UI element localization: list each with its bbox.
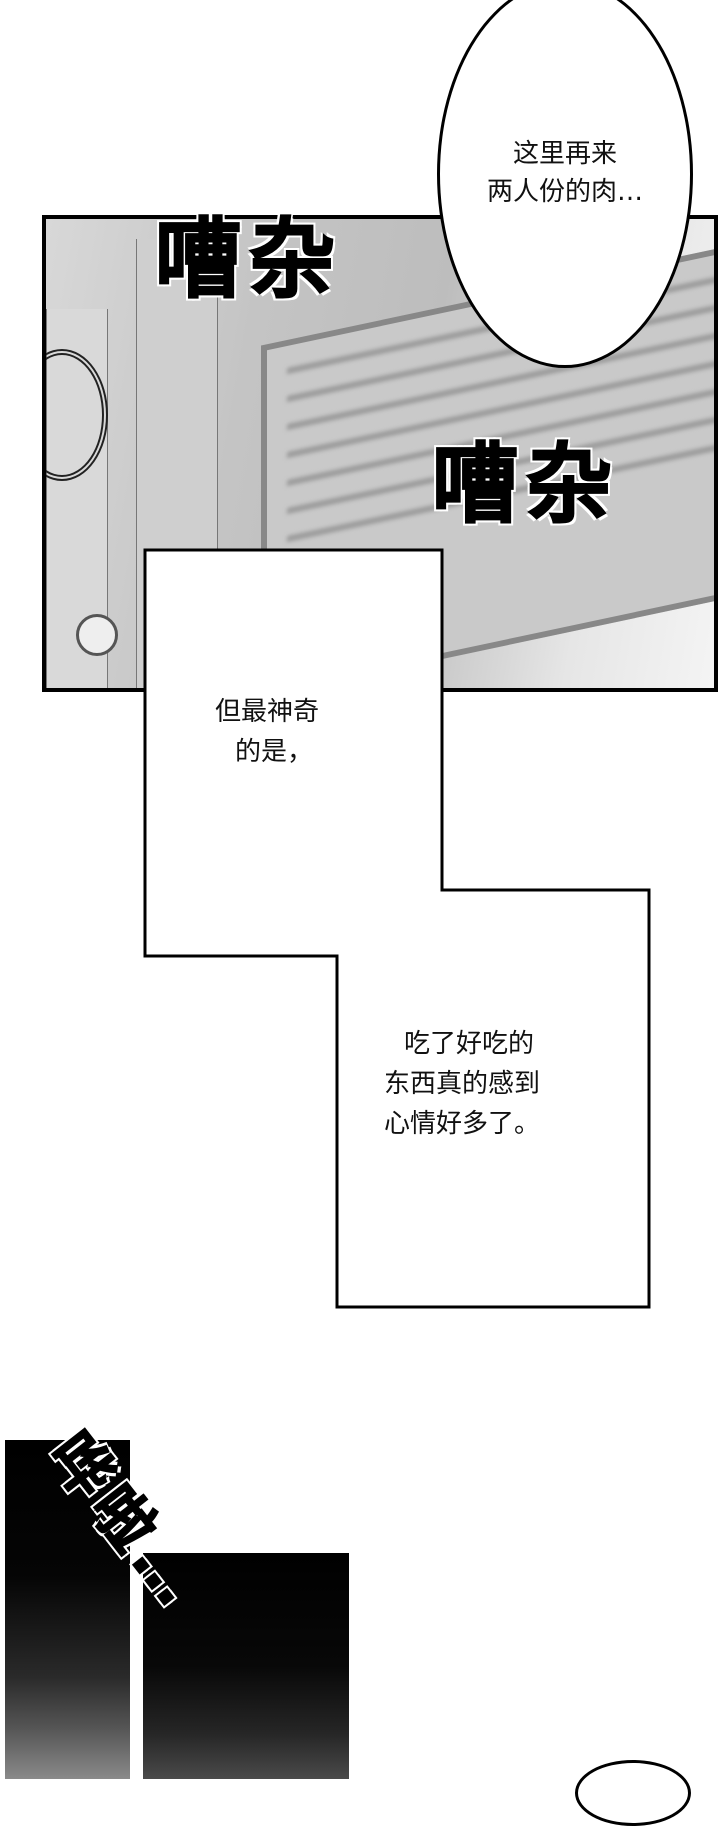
speech-bubble: 这里再来 两人份的肉… <box>437 0 693 368</box>
tissue-roll-icon <box>76 614 118 656</box>
speech-bubble-partial <box>575 1760 691 1826</box>
speech-text: 这里再来 两人份的肉… <box>440 135 690 211</box>
narration-line: 的是， <box>235 737 314 767</box>
narration-box <box>143 548 651 1309</box>
narration-text-2: 吃了好吃的 东西真的感到 心情好多了。 <box>384 1024 540 1144</box>
speech-line: 这里再来 <box>512 139 617 169</box>
speech-line: 两人份的肉… <box>486 177 643 207</box>
narration-text-1: 但最神奇 的是， <box>215 692 319 772</box>
night-scene-panel-left <box>5 1440 130 1779</box>
narration-line: 东西真的感到 <box>384 1069 541 1099</box>
narration-line: 心情好多了。 <box>384 1109 541 1139</box>
narration-line: 但最神奇 <box>215 697 320 727</box>
night-scene-panel-right <box>143 1553 349 1779</box>
sfx-noise-top: 嘈杂 <box>154 209 343 311</box>
narration-line: 吃了好吃的 <box>404 1029 535 1059</box>
sfx-noise-bottom: 嘈杂 <box>431 434 620 536</box>
